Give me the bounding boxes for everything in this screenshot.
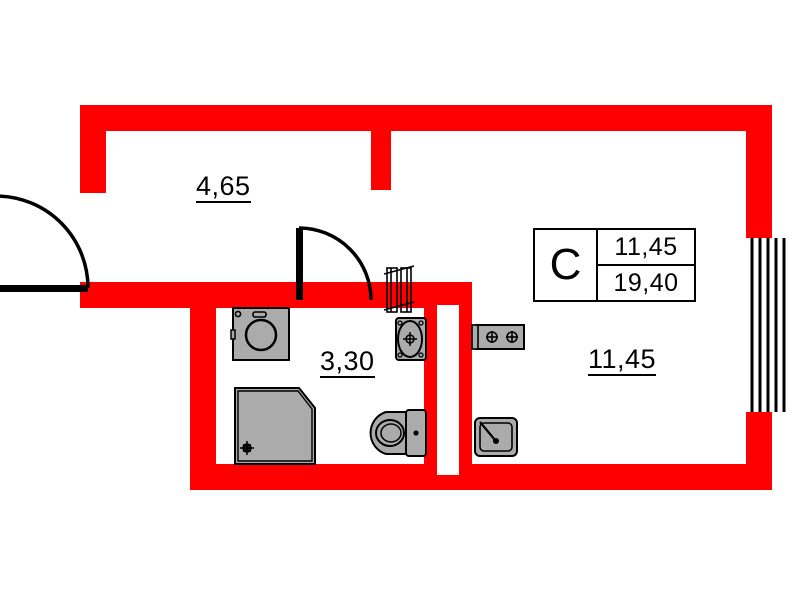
apartment-type-cell: С: [535, 230, 598, 300]
wall-top: [80, 105, 772, 131]
area-label-bathroom: 3,30: [320, 347, 375, 379]
bathroom-door: [296, 226, 373, 301]
toilet-icon: [369, 409, 427, 457]
ventilation-shaft-void: [437, 305, 459, 475]
wall-left-upper: [80, 105, 106, 193]
apartment-area-total: 19,40: [613, 268, 679, 297]
kitchen-sink-icon: [474, 417, 518, 457]
ventilation-riser-icon: [383, 265, 415, 313]
balcony-window: [750, 238, 786, 412]
apartment-type-letter: С: [549, 240, 582, 289]
wall-bath-left: [190, 282, 216, 490]
apartment-info-box: С 11,45 19,40: [533, 228, 696, 302]
wall-bottom-right: [424, 464, 772, 490]
entrance-door: [0, 194, 90, 292]
cooktop-icon: [471, 324, 525, 350]
apartment-area-primary: 11,45: [598, 230, 694, 266]
wall-hall-divider-stub: [371, 105, 391, 190]
wall-bottom-bath: [190, 464, 436, 490]
shower-tray-icon: [234, 387, 316, 465]
washing-machine-icon: [230, 307, 290, 361]
wash-basin-icon: [395, 317, 427, 361]
area-label-living-room: 11,45: [588, 345, 657, 377]
wall-right-upper: [746, 105, 772, 238]
walls-group: [80, 105, 772, 490]
area-label-hallway: 4,65: [196, 172, 251, 204]
apartment-area-values: 11,45 19,40: [598, 230, 694, 300]
